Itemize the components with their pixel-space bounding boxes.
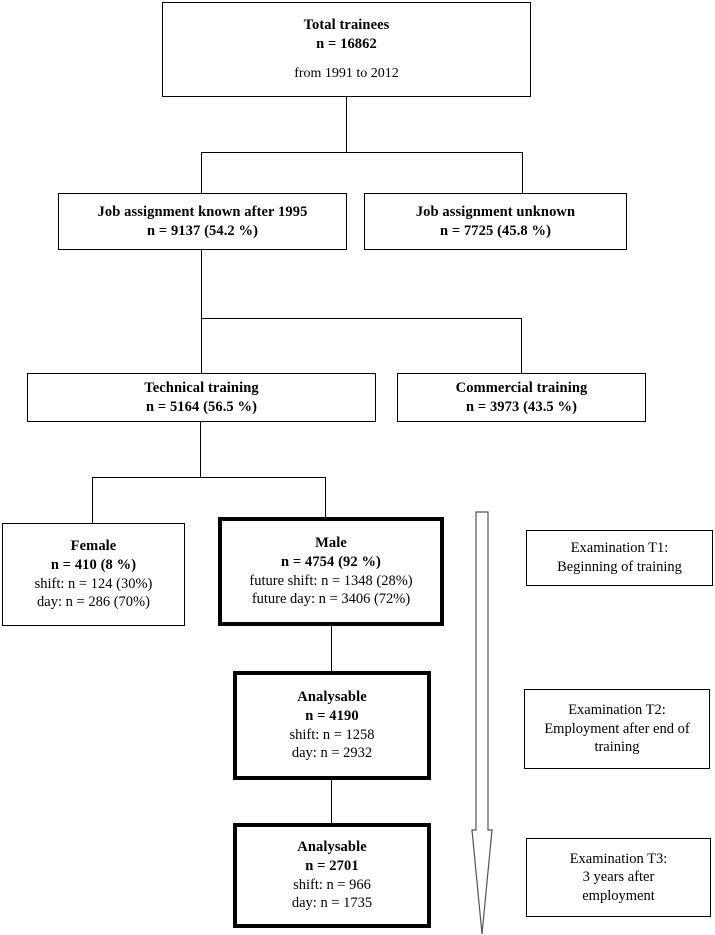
total-trainees-label: Total trainees (303, 17, 390, 33)
node-technical-training: Technical training n = 5164 (56.5 %) (27, 373, 376, 422)
connector-split-to-male (325, 477, 326, 523)
exam-t3-line3: employment (582, 887, 655, 904)
job-unknown-count: n = 7725 (45.8 %) (439, 222, 552, 239)
node-analysable-t3: Analysable n = 2701 shift: n = 966 day: … (233, 823, 431, 928)
connector-analysable-t2-to-t3 (331, 780, 332, 824)
female-shift: shift: n = 124 (30%) (34, 575, 153, 592)
male-count: n = 4754 (92 %) (281, 553, 381, 570)
node-female: Female n = 410 (8 %) shift: n = 124 (30%… (2, 523, 185, 626)
analysable-t2-day: day: n = 2932 (291, 745, 373, 762)
connector-job-known-to-split (201, 250, 202, 319)
arrow-outline (471, 511, 493, 935)
job-known-label: Job assignment known after 1995 (97, 203, 308, 220)
female-day: day: n = 286 (70%) (37, 594, 150, 611)
exam-t2-line1: Examination T2: (568, 702, 666, 719)
exam-t2-line2: Employment after end of (544, 720, 690, 737)
male-day: future day: n = 3406 (72%) (251, 591, 411, 608)
analysable-t3-label: Analysable (297, 839, 367, 856)
node-male: Male n = 4754 (92 %) future shift: n = 1… (218, 517, 444, 626)
technical-training-label: Technical training (144, 379, 259, 396)
male-shift: future shift: n = 1348 (28%) (249, 572, 413, 589)
connector-split-to-job-unknown (522, 152, 523, 193)
downward-timeline-arrow (471, 511, 493, 935)
exam-t3-line2: 3 years after (582, 869, 655, 886)
connector-split-row4 (92, 477, 326, 478)
commercial-training-count: n = 3973 (43.5 %) (465, 398, 578, 415)
connector-total-to-split (346, 97, 347, 153)
exam-box-t2: Examination T2: Employment after end of … (524, 689, 710, 769)
connector-split-to-female (92, 477, 93, 523)
female-label: Female (70, 538, 117, 555)
analysable-t2-shift: shift: n = 1258 (289, 726, 375, 743)
job-unknown-label: Job assignment unknown (415, 203, 576, 220)
connector-male-to-analysable-t2 (331, 626, 332, 672)
node-job-assignment-known: Job assignment known after 1995 n = 9137… (58, 193, 347, 250)
node-total-trainees: Total trainees n = 16862 from 1991 to 20… (162, 2, 531, 97)
node-commercial-training: Commercial training n = 3973 (43.5 %) (397, 373, 646, 422)
node-job-assignment-unknown: Job assignment unknown n = 7725 (45.8 %) (364, 193, 627, 250)
exam-t2-line3: training (594, 739, 640, 756)
analysable-t3-shift: shift: n = 966 (293, 876, 371, 893)
exam-t1-line2: Beginning of training (557, 559, 682, 575)
female-count: n = 410 (8 %) (50, 556, 137, 573)
connector-split-to-technical (201, 318, 202, 373)
exam-box-t3: Examination T3: 3 years after employment (526, 838, 711, 917)
exam-t3-line1: Examination T3: (569, 850, 668, 867)
connector-technical-to-split (200, 422, 201, 478)
job-known-count: n = 9137 (54.2 %) (146, 222, 259, 239)
exam-box-t1: Examination T1: Beginning of training (526, 530, 713, 586)
analysable-t3-count: n = 2701 (305, 857, 359, 874)
connector-split-to-commercial (521, 318, 522, 373)
analysable-t2-label: Analysable (297, 689, 367, 706)
exam-t1-line1: Examination T1: (570, 540, 669, 557)
node-analysable-t2: Analysable n = 4190 shift: n = 1258 day:… (233, 671, 431, 780)
technical-training-count: n = 5164 (56.5 %) (145, 398, 258, 415)
total-trainees-count: n = 16862 (316, 35, 377, 52)
commercial-training-label: Commercial training (455, 379, 588, 396)
analysable-t3-day: day: n = 1735 (291, 895, 373, 912)
total-trainees-note: from 1991 to 2012 (294, 66, 399, 82)
male-label: Male (315, 535, 347, 552)
connector-split-row3 (201, 318, 522, 319)
connector-split-row2 (201, 152, 523, 153)
analysable-t2-count: n = 4190 (305, 707, 359, 724)
connector-split-to-job-known (201, 152, 202, 193)
